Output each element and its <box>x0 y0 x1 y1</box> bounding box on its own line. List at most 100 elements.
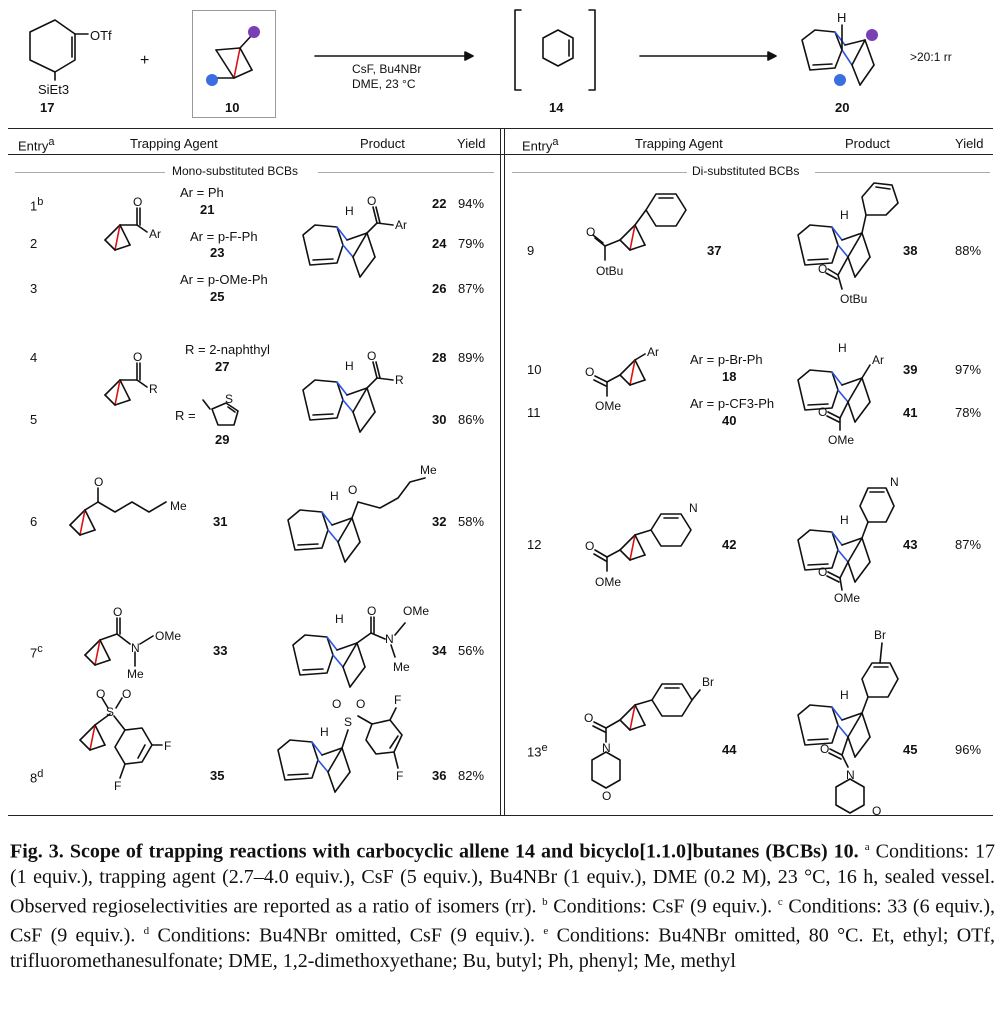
svg-text:S: S <box>106 705 114 719</box>
svg-text:Ar: Ar <box>647 345 659 359</box>
header-product-left: Product <box>360 136 405 151</box>
intermediate-14-label: 14 <box>549 100 564 115</box>
entry-8-product: 36 <box>432 768 447 783</box>
header-entry-left: Entrya <box>18 136 55 154</box>
entry-11-sub: Ar = p-CF3-Ph <box>690 396 775 411</box>
product-20-structure <box>801 24 878 86</box>
caption-note-d: Conditions: Bu4NBr omitted, CsF (9 equiv… <box>157 924 536 947</box>
entry-10: 10 <box>527 362 542 377</box>
product-20-h: H <box>837 10 847 25</box>
caption-note-e: Conditions: Bu4NBr omitted, 80 °C. Et, e… <box>10 924 996 972</box>
table-bottom-rule <box>8 815 993 816</box>
entry-3: 3 <box>30 281 38 296</box>
svg-text:N: N <box>689 501 698 515</box>
svg-text:O: O <box>818 405 827 419</box>
svg-text:F: F <box>396 769 403 783</box>
svg-text:Ar: Ar <box>872 353 884 367</box>
header-yield-right: Yield <box>955 136 984 151</box>
product-sulfone: H S O O F F <box>277 693 403 793</box>
svg-text:O: O <box>367 349 376 363</box>
entry-7-agent: 33 <box>213 643 228 658</box>
svg-text:H: H <box>335 612 344 626</box>
entry-4-product: 28 <box>432 350 447 365</box>
compound-17-structure <box>29 19 89 81</box>
entry-9: 9 <box>527 243 535 258</box>
product-20-label: 20 <box>835 100 850 115</box>
svg-text:F: F <box>164 739 171 753</box>
svg-text:O: O <box>818 262 827 276</box>
entry-12: 12 <box>527 537 542 552</box>
header-trapping-agent-right: Trapping Agent <box>635 136 723 151</box>
entry-4-yield: 89% <box>458 350 485 365</box>
entry-1-agent: 21 <box>200 202 215 217</box>
svg-text:OMe: OMe <box>828 433 854 447</box>
product-aryl-ketone: H O Ar <box>302 194 407 278</box>
entry-11-yield: 78% <box>955 405 982 420</box>
entry-13-product: 45 <box>903 742 918 757</box>
caption-note-b: Conditions: CsF (9 equiv.). <box>553 895 773 918</box>
entry-8: 8d <box>30 768 44 786</box>
reaction-arrow-1 <box>314 51 474 61</box>
svg-text:O: O <box>602 789 611 803</box>
svg-text:O: O <box>818 565 827 579</box>
caption-title: Fig. 3. Scope of trapping reactions with… <box>10 840 859 863</box>
svg-text:O: O <box>122 687 131 701</box>
agent-ketone-r-bcb: O R <box>104 350 158 406</box>
svg-text:H: H <box>840 688 849 702</box>
svg-text:Br: Br <box>702 675 714 689</box>
entry-10-yield: 97% <box>955 362 982 377</box>
svg-text:H: H <box>330 489 339 503</box>
svg-text:O: O <box>585 365 594 379</box>
entry-2-sub: Ar = p-F-Ph <box>190 229 258 244</box>
entry-2-agent: 23 <box>210 245 225 260</box>
svg-text:O: O <box>332 697 341 711</box>
entry-13: 13e <box>527 742 548 760</box>
svg-text:S: S <box>344 715 352 729</box>
svg-text:O: O <box>586 225 595 239</box>
product-aryl-methylester: H Ar O OMe <box>797 341 884 447</box>
entry-7: 7c <box>30 643 43 661</box>
svg-text:N: N <box>385 632 394 646</box>
header-yield-left: Yield <box>457 136 486 151</box>
figure-caption: Fig. 3. Scope of trapping reactions with… <box>10 840 996 972</box>
product-alkyl-ketone: H O Me <box>287 463 437 563</box>
reagent-10-structure <box>206 26 260 86</box>
entry-4-sub: R = 2-naphthyl <box>185 342 270 357</box>
entry-6-product: 32 <box>432 514 447 529</box>
product-pyridyl: H N O OMe <box>797 475 899 605</box>
agent-weinreb-amide-bcb: O N OMe Me <box>84 605 181 681</box>
entry-6: 6 <box>30 514 38 529</box>
conditions-line-2: DME, 23 °C <box>352 77 416 91</box>
svg-text:O: O <box>96 687 105 701</box>
svg-text:H: H <box>320 725 329 739</box>
product-phenyl-ester: H O OtBu <box>797 182 899 306</box>
entry-5-sub: R = <box>175 408 196 423</box>
svg-text:O: O <box>348 483 357 497</box>
entry-1-product: 22 <box>432 196 447 211</box>
svg-text:O: O <box>133 350 142 364</box>
section-di-label: Di-substituted BCBs <box>692 164 800 178</box>
svg-text:Me: Me <box>170 499 187 513</box>
header-entry-right: Entrya <box>522 136 559 154</box>
svg-text:H: H <box>345 359 354 373</box>
svg-text:Ar: Ar <box>395 218 407 232</box>
entry-12-product: 43 <box>903 537 918 552</box>
entry-10-agent: 18 <box>722 369 737 384</box>
entry-6-agent: 31 <box>213 514 228 529</box>
svg-text:OMe: OMe <box>595 575 621 589</box>
entry-13-yield: 96% <box>955 742 982 757</box>
svg-text:H: H <box>345 204 354 218</box>
siet3-label: SiEt3 <box>38 82 70 97</box>
plus-sign: + <box>140 52 150 69</box>
agent-sulfone-bcb: S O O F F <box>79 687 171 793</box>
entry-5: 5 <box>30 412 38 427</box>
entry-4-agent: 27 <box>215 359 230 374</box>
svg-text:O: O <box>356 697 365 711</box>
entry-2-yield: 79% <box>458 236 485 251</box>
entry-3-product: 26 <box>432 281 447 296</box>
atom-ar: Ar <box>149 227 161 241</box>
entry-2: 2 <box>30 236 38 251</box>
entry-1: 1b <box>30 196 44 214</box>
regioselectivity-ratio: >20:1 rr <box>910 50 952 64</box>
agent-pyridyl-bcb: N O OMe <box>585 501 698 589</box>
